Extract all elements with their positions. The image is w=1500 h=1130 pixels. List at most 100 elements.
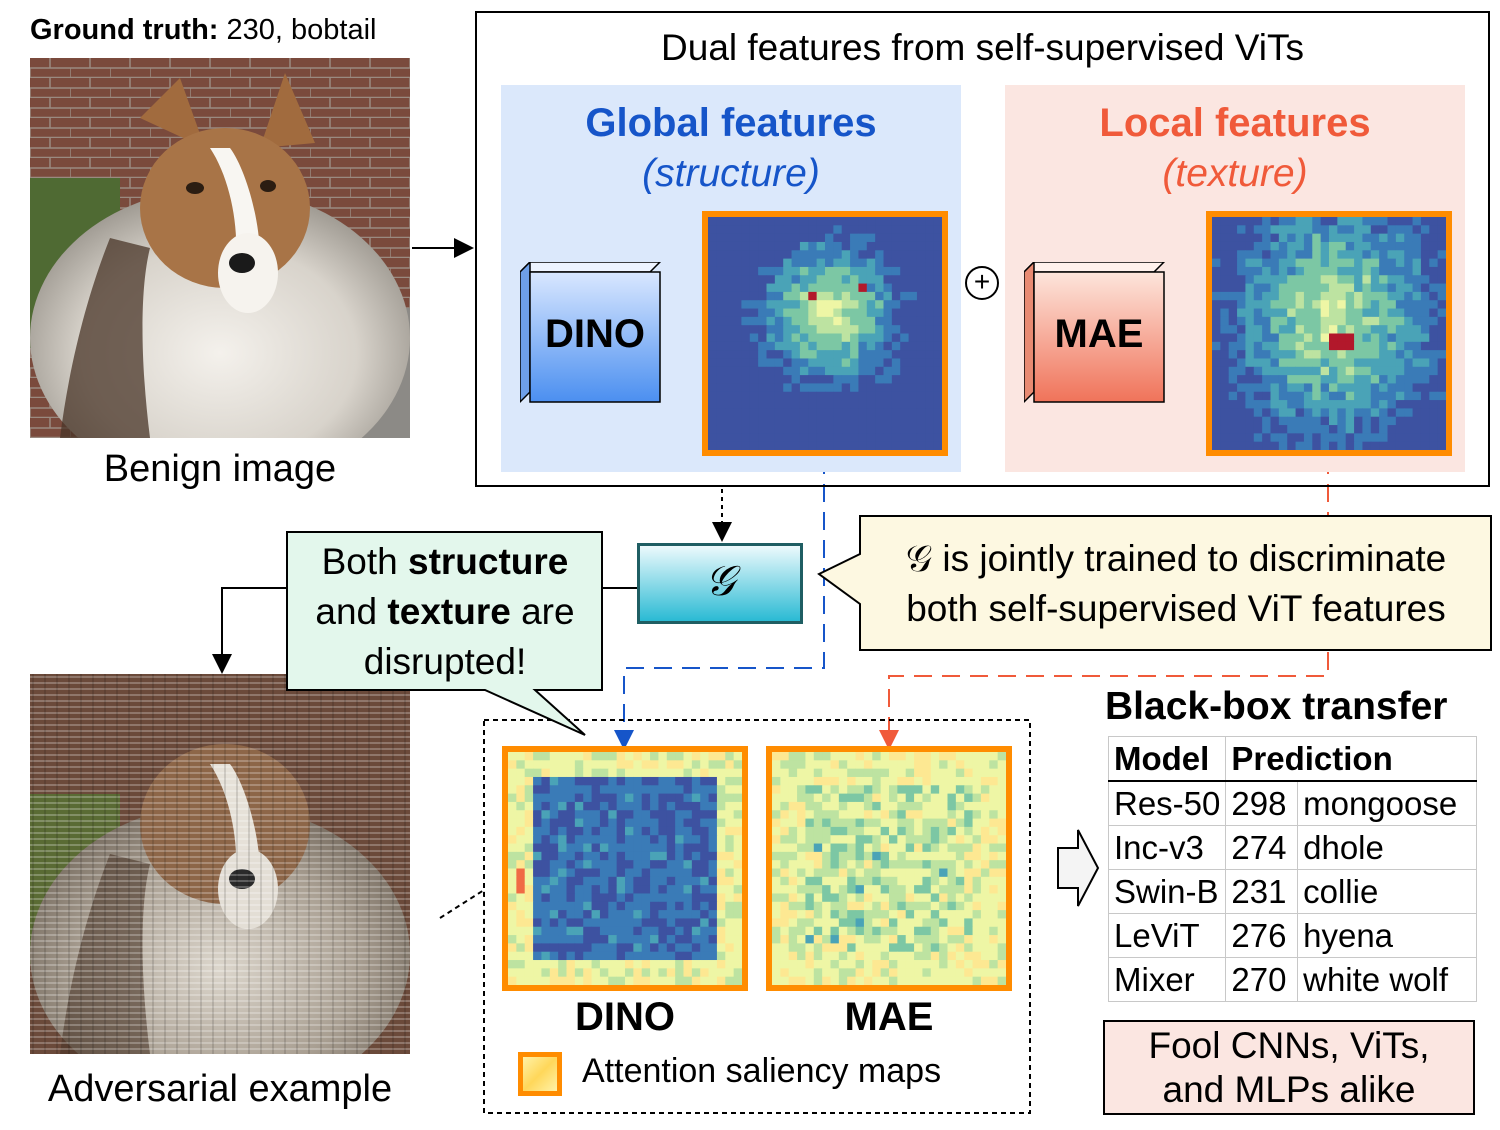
heatmap-cell	[708, 433, 717, 443]
heatmap-cell	[905, 976, 915, 985]
heatmap-cell	[847, 960, 856, 969]
heatmap-cell	[908, 217, 918, 226]
heatmap-cell	[933, 375, 942, 384]
heatmap-cell	[641, 935, 651, 944]
heatmap-cell	[788, 793, 798, 803]
heatmap-cell	[708, 801, 718, 811]
heatmap-cell	[1287, 291, 1296, 301]
heatmap-cell	[791, 375, 801, 384]
heatmap-cell	[733, 901, 742, 911]
heatmap-cell	[1437, 283, 1446, 293]
heatmap-cell	[1362, 275, 1372, 284]
heatmap-cell	[691, 918, 701, 928]
heatmap-cell	[863, 835, 873, 844]
heatmap-cell	[822, 752, 831, 761]
heatmap-cell	[1437, 258, 1446, 268]
heatmap-cell	[897, 818, 907, 828]
heatmap-cell	[880, 785, 890, 795]
heatmap-cell	[1395, 258, 1405, 268]
heatmap-cell	[939, 910, 948, 919]
heatmap-cell	[625, 943, 634, 953]
heatmap-cell	[1387, 333, 1397, 343]
heatmap-cell	[574, 776, 584, 786]
heatmap-cell	[1379, 391, 1388, 401]
heatmap-cell	[838, 868, 848, 878]
heatmap-cell	[1370, 258, 1380, 268]
heatmap-cell	[933, 225, 942, 235]
heatmap-cell	[980, 935, 990, 944]
heatmap-cell	[880, 776, 890, 786]
heatmap-cell	[783, 400, 792, 409]
heatmap-cell	[805, 968, 815, 978]
heatmap-cell	[599, 918, 609, 928]
heatmap-cell	[741, 266, 751, 276]
heatmap-cell	[725, 851, 735, 861]
heatmap-cell	[955, 843, 965, 853]
heatmap-cell	[841, 416, 851, 426]
heatmap-cell	[972, 926, 982, 936]
heatmap-cell	[780, 793, 790, 803]
heatmap-cell	[633, 935, 643, 944]
heatmap-cell	[808, 408, 818, 418]
heatmap-cell	[1420, 325, 1430, 334]
heatmap-cell	[1245, 291, 1255, 301]
heatmap-cell	[1337, 408, 1347, 418]
heatmap-cell	[716, 868, 726, 878]
heatmap-cell	[658, 885, 668, 894]
heatmap-cell	[616, 801, 626, 811]
heatmap-cell	[1420, 433, 1430, 443]
heatmap-cell	[908, 266, 918, 276]
heatmap-cell	[955, 868, 965, 878]
heatmap-cell	[947, 968, 957, 978]
heatmap-cell	[549, 768, 559, 778]
heatmap-cell	[708, 785, 718, 795]
heatmap-cell	[725, 768, 735, 778]
heatmap-cell	[716, 400, 726, 409]
heatmap-cell	[1270, 375, 1280, 384]
heatmap-cell	[724, 408, 734, 418]
heatmap-cell	[830, 960, 840, 969]
heatmap-cell	[858, 375, 868, 384]
heatmap-cell	[900, 400, 909, 409]
heatmap-cell	[972, 976, 982, 985]
heatmap-cell	[897, 868, 907, 878]
heatmap-cell	[925, 217, 935, 226]
heatmap-cell	[716, 835, 726, 844]
heatmap-cell	[1337, 241, 1347, 251]
heatmap-cell	[866, 358, 876, 368]
heatmap-cell	[749, 217, 759, 226]
heatmap-cell	[850, 400, 859, 409]
benign-caption: Benign image	[103, 448, 337, 490]
heatmap-cell	[866, 300, 876, 309]
heatmap-cell	[766, 316, 776, 326]
heatmap-cell	[889, 876, 898, 886]
heatmap-cell	[1395, 375, 1405, 384]
heatmap-cell	[772, 893, 781, 903]
heatmap-cell	[1370, 225, 1380, 235]
heatmap-cell	[683, 968, 693, 978]
heatmap-cell	[666, 752, 676, 761]
heatmap-cell	[508, 843, 517, 853]
heatmap-cell	[905, 776, 915, 786]
heatmap-cell	[947, 868, 957, 878]
heatmap-cell	[813, 868, 823, 878]
heatmap-cell	[1270, 400, 1280, 409]
heatmap-cell	[566, 860, 576, 869]
heatmap-cell	[788, 818, 798, 828]
heatmap-cell	[830, 910, 840, 919]
heatmap-cell	[616, 860, 626, 869]
heatmap-cell	[1262, 258, 1271, 268]
heatmap-cell	[908, 416, 918, 426]
heatmap-cell	[772, 768, 781, 778]
heatmap-cell	[650, 893, 659, 903]
heatmap-cell	[925, 358, 935, 368]
heatmap-cell	[641, 876, 651, 886]
heatmap-cell	[1420, 291, 1430, 301]
heatmap-cell	[700, 885, 709, 894]
heatmap-cell	[1412, 441, 1422, 450]
heatmap-cell	[666, 810, 676, 819]
heatmap-cell	[508, 951, 517, 961]
heatmap-cell	[830, 935, 840, 944]
heatmap-cell	[797, 768, 806, 778]
heatmap-cell	[725, 760, 735, 770]
